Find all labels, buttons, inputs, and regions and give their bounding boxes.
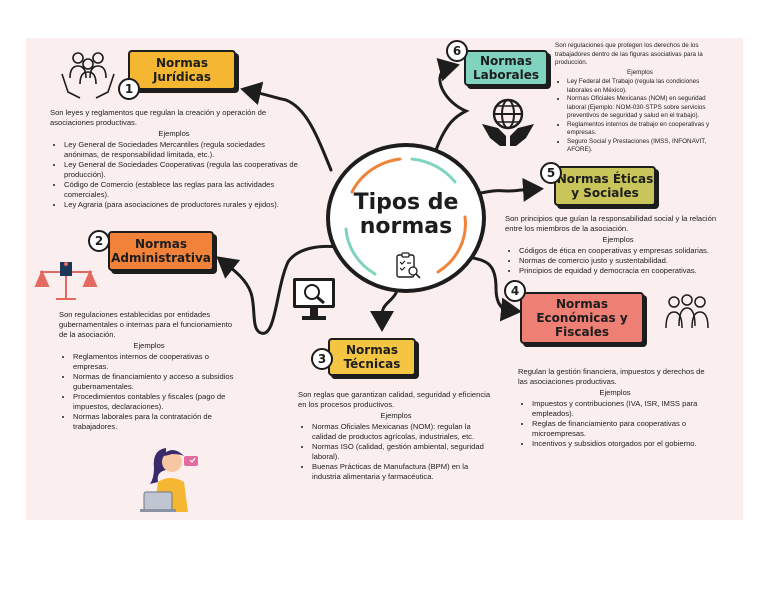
eticas-title-line2: y Sociales [571,186,639,200]
node-normas-juridicas: Normas Jurídicas [128,50,236,90]
link-administrativa [216,244,348,335]
list-item: Código de Comercio (establece las reglas… [64,180,298,200]
juridicas-ejemplos-label: Ejemplos [158,129,190,138]
list-item: Códigos de ética en cooperativas y empre… [519,246,731,256]
clipboard-checklist-icon [396,252,421,279]
woman-laptop-illustration-icon [140,448,198,512]
economicas-examples-list: Impuestos y contribuciones (IVA, ISR, IM… [518,399,712,449]
tecnicas-title-line1: Normas [346,343,398,357]
node-normas-laborales: Normas Laborales [464,50,548,86]
eticas-description: Son principios que guían la responsabili… [505,214,731,276]
eticas-ejemplos-label: Ejemplos [602,235,634,244]
juridicas-description: Son leyes y reglamentos que regulan la c… [50,108,298,210]
administrativa-title-line1: Normas [135,237,187,251]
juridicas-title-line1: Normas [156,56,208,70]
list-item: Ley General de Sociedades Cooperativas (… [64,160,298,180]
eticas-desc-text: Son principios que guían la responsabili… [505,214,717,233]
economicas-title-line3: Fiscales [554,325,610,339]
mind-map-canvas: Tipos de normas Normas Jurídicas 1 Son l… [26,38,743,520]
laborales-examples-list: Ley Federal del Trabajo (regula las cond… [555,78,725,155]
computer-search-icon [293,278,335,320]
list-item: Seguro Social y Prestaciones (IMSS, INFO… [567,138,725,155]
globe-hands-icon [482,98,534,146]
juridicas-number-badge: 1 [118,78,140,100]
list-item: Normas Oficiales Mexicanas (NOM): regula… [312,422,494,442]
administrativa-number-badge: 2 [88,230,110,252]
administrativa-desc-text: Son regulaciones establecidas por entida… [59,310,233,339]
administrativa-examples-list: Reglamentos internos de cooperativas o e… [59,352,239,432]
economicas-title-line2: Económicas y [536,311,628,325]
hands-people-icon [61,52,115,99]
tecnicas-ejemplos-label: Ejemplos [380,411,412,420]
juridicas-examples-list: Ley General de Sociedades Mercantiles (r… [50,140,298,210]
list-item: Ley Federal del Trabajo (regula las cond… [567,78,725,95]
link-laborales [434,57,470,152]
link-tecnicas [370,291,398,332]
central-topic: Tipos de normas [326,143,486,293]
tecnicas-examples-list: Normas Oficiales Mexicanas (NOM): regula… [298,422,494,482]
node-normas-economicas: Normas Económicas y Fiscales [520,292,644,344]
economicas-title-line1: Normas [556,297,608,311]
list-item: Normas laborales para la contratación de… [73,412,239,432]
list-item: Ley General de Sociedades Mercantiles (r… [64,140,298,160]
center-ring-decoration [344,157,467,276]
node-normas-administrativa: Normas Administrativa [108,231,214,271]
list-item: Procedimientos contables y fiscales (pag… [73,392,239,412]
eticas-examples-list: Códigos de ética en cooperativas y empre… [505,246,731,276]
tecnicas-number-badge: 3 [311,348,333,370]
list-item: Reglamentos internos de trabajo en coope… [567,121,725,138]
juridicas-desc-text: Son leyes y reglamentos que regulan la c… [50,108,267,127]
link-juridicas [240,81,333,172]
link-eticas [479,177,544,202]
list-item: Buenas Prácticas de Manufactura (BPM) en… [312,462,494,482]
list-item: Reglas de financiamiento para cooperativ… [532,419,712,439]
list-item: Normas Oficiales Mexicanas (NOM) en segu… [567,95,725,121]
eticas-title-line1: Normas Éticas [556,172,654,186]
tecnicas-title-line2: Técnicas [343,357,401,371]
laborales-title-line2: Laborales [473,68,539,82]
node-normas-eticas: Normas Éticas y Sociales [554,166,656,206]
node-normas-tecnicas: Normas Técnicas [328,338,416,376]
list-item: Impuestos y contribuciones (IVA, ISR, IM… [532,399,712,419]
laborales-desc-text: Son regulaciones que protegen los derech… [555,42,703,66]
list-item: Normas de comercio justo y sustentabilid… [519,256,731,266]
central-title-line1: Tipos de [353,190,459,215]
list-item: Normas ISO (calidad, gestión ambiental, … [312,442,494,462]
juridicas-title-line2: Jurídicas [152,70,212,84]
tecnicas-description: Son reglas que garantizan calidad, segur… [298,390,494,482]
justice-scale-icon [34,262,98,300]
list-item: Ley Agraria (para asociaciones de produc… [64,200,298,210]
administrativa-ejemplos-label: Ejemplos [133,341,165,350]
group-people-icon [665,294,709,329]
laborales-ejemplos-label: Ejemplos [627,68,653,76]
economicas-number-badge: 4 [504,280,526,302]
administrativa-description: Son regulaciones establecidas por entida… [59,310,239,432]
list-item: Incentivos y subsidios otorgados por el … [532,439,712,449]
administrativa-title-line2: Administrativa [111,251,211,265]
economicas-description: Regulan la gestión financiera, impuestos… [518,367,712,449]
tecnicas-desc-text: Son reglas que garantizan calidad, segur… [298,390,491,409]
laborales-description: Son regulaciones que protegen los derech… [555,42,725,155]
laborales-number-badge: 6 [446,40,468,62]
list-item: Principios de equidad y democracia en co… [519,266,731,276]
central-title: Tipos de normas [330,191,482,239]
laborales-title-line1: Normas [480,54,532,68]
eticas-number-badge: 5 [540,162,562,184]
list-item: Reglamentos internos de cooperativas o e… [73,352,239,372]
economicas-desc-text: Regulan la gestión financiera, impuestos… [518,367,705,386]
list-item: Normas de financiamiento y acceso a subs… [73,372,239,392]
central-title-line2: normas [359,214,453,239]
economicas-ejemplos-label: Ejemplos [599,388,631,397]
